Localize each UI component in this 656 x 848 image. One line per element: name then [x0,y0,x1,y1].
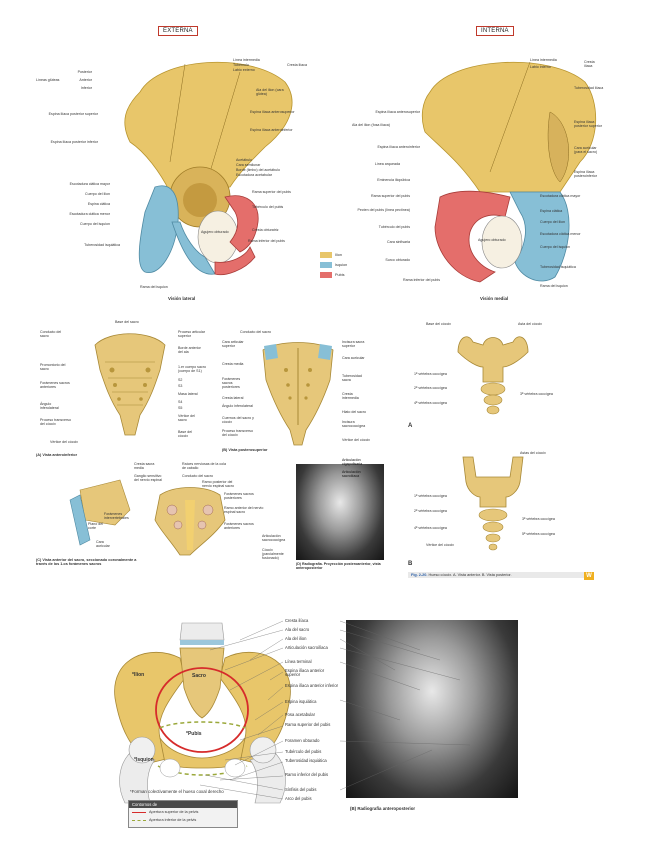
contour-legend: Contornos de Apertura superior de la pel… [128,800,238,828]
legend-outlet: Apertura inferior de la pelvis [132,818,196,822]
bottom-xray-caption: (B) Radiografía anteroposterior [350,806,415,811]
legend-inlet: Apertura superior de la pelvis [132,810,198,814]
contour-legend-title: Contornos de [129,801,237,808]
bottom-note: *Forman colectivamente el hueso coxal de… [130,790,224,794]
